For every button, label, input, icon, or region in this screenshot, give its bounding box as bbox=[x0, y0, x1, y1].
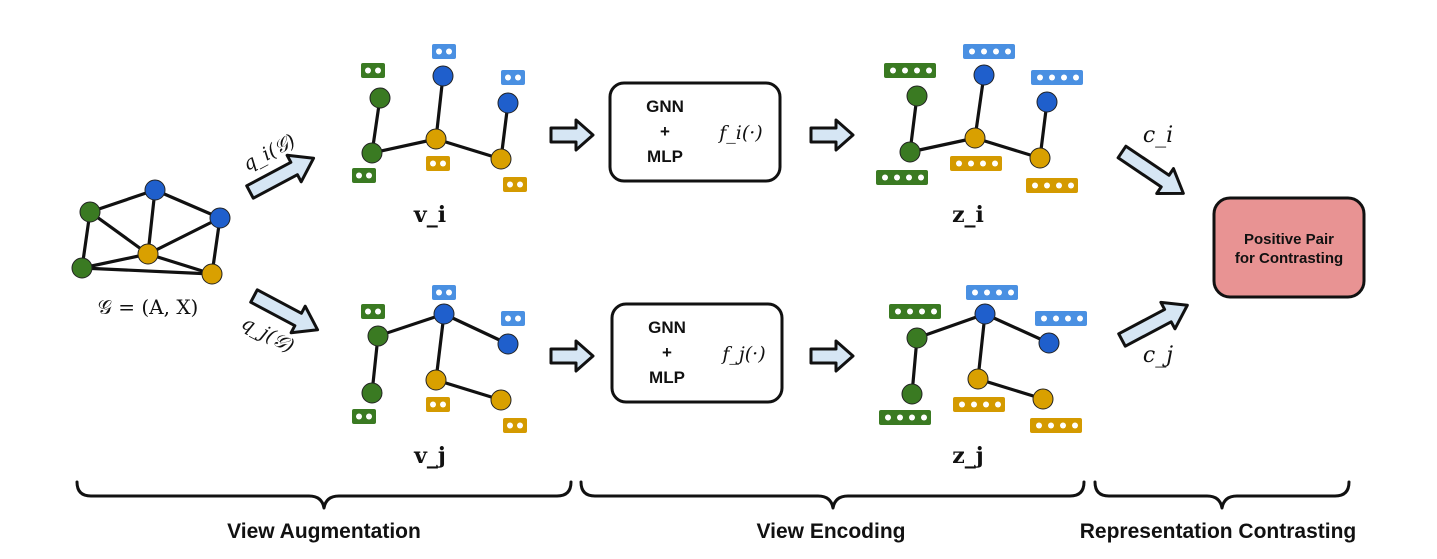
contrast-arrow-top bbox=[1116, 144, 1185, 196]
arrow-to-encoder-top bbox=[549, 118, 595, 152]
graph-node bbox=[1038, 332, 1060, 354]
positive-pair-line1: Positive Pair bbox=[1244, 231, 1334, 248]
positive-pair-box: Positive Pair for Contrasting bbox=[1212, 196, 1366, 299]
graph-node bbox=[361, 382, 383, 404]
feature-vector bbox=[426, 397, 450, 412]
feature-vector bbox=[963, 44, 1015, 59]
augment-arrow-top bbox=[245, 153, 316, 200]
encoder-bottom-line1: GNN bbox=[648, 318, 686, 337]
brace-augmentation bbox=[75, 480, 573, 510]
graph-node bbox=[201, 263, 223, 285]
feature-vector bbox=[361, 63, 385, 78]
graph-node bbox=[367, 325, 389, 347]
graph-node bbox=[144, 179, 166, 201]
graph-node bbox=[137, 243, 159, 265]
graph-node bbox=[1032, 388, 1054, 410]
brace-contrasting bbox=[1093, 480, 1351, 510]
encoder-top-line2: + bbox=[660, 122, 670, 141]
rep-top-label: z_i bbox=[952, 202, 984, 228]
graph-node bbox=[425, 369, 447, 391]
feature-vector bbox=[966, 285, 1018, 300]
graph-node bbox=[1036, 91, 1058, 113]
feature-vector bbox=[876, 170, 928, 185]
feature-vector bbox=[953, 397, 1005, 412]
graph-node bbox=[432, 65, 454, 87]
graph-node bbox=[1029, 147, 1051, 169]
encoder-bottom-line2: + bbox=[662, 343, 672, 362]
contrast-label-top: c_i bbox=[1143, 123, 1173, 148]
feature-vector bbox=[361, 304, 385, 319]
rep-bottom-features bbox=[879, 285, 1087, 433]
feature-vector bbox=[503, 418, 527, 433]
graph-node bbox=[490, 148, 512, 170]
encoder-top-box: GNN + MLP f_i(·) bbox=[608, 81, 782, 183]
view-top-label: v_i bbox=[413, 202, 446, 228]
feature-vector bbox=[1031, 70, 1083, 85]
graph-node bbox=[899, 141, 921, 163]
graph-node bbox=[425, 128, 447, 150]
graph-node bbox=[901, 383, 923, 405]
encoder-top-function: f_i(·) bbox=[717, 122, 762, 144]
stage-label-contrasting: Representation Contrasting bbox=[1080, 520, 1357, 543]
feature-vector bbox=[950, 156, 1002, 171]
encoder-bottom-line3: MLP bbox=[649, 368, 685, 387]
graph-node bbox=[497, 333, 519, 355]
feature-vector bbox=[884, 63, 936, 78]
graph-node bbox=[974, 303, 996, 325]
encoder-bottom-function: f_j(·) bbox=[720, 343, 765, 365]
feature-vector bbox=[879, 410, 931, 425]
stage-label-augmentation: View Augmentation bbox=[227, 520, 421, 543]
contrast-label-bottom: c_j bbox=[1143, 343, 1173, 368]
graph-node bbox=[71, 257, 93, 279]
graph-node bbox=[497, 92, 519, 114]
graph-node bbox=[433, 303, 455, 325]
brace-encoding bbox=[579, 480, 1086, 510]
stage-label-encoding: View Encoding bbox=[757, 520, 906, 543]
graph-node bbox=[967, 368, 989, 390]
feature-vector bbox=[432, 44, 456, 59]
graph-node bbox=[906, 327, 928, 349]
feature-vector bbox=[426, 156, 450, 171]
feature-vector bbox=[1030, 418, 1082, 433]
graph-node bbox=[79, 201, 101, 223]
rep-top-features bbox=[876, 44, 1083, 193]
graph-node bbox=[964, 127, 986, 149]
graph-node bbox=[906, 85, 928, 107]
graph-node bbox=[369, 87, 391, 109]
rep-bottom-graph bbox=[901, 303, 1060, 410]
graph-node bbox=[209, 207, 231, 229]
graph-node bbox=[973, 64, 995, 86]
contrast-arrow-bottom bbox=[1117, 300, 1189, 348]
feature-vector bbox=[501, 70, 525, 85]
input-graph-label: 𝒢 = (A, X) bbox=[98, 295, 199, 319]
view-bottom-features bbox=[352, 285, 527, 433]
view-top-features bbox=[352, 44, 527, 192]
arrow-from-encoder-top bbox=[809, 118, 855, 152]
graph-node bbox=[490, 389, 512, 411]
encoder-bottom-box: GNN + MLP f_j(·) bbox=[610, 302, 784, 404]
feature-vector bbox=[1035, 311, 1087, 326]
feature-vector bbox=[352, 409, 376, 424]
graph-node bbox=[361, 142, 383, 164]
view-top-graph bbox=[361, 65, 519, 170]
encoder-top-line3: MLP bbox=[647, 147, 683, 166]
encoder-top-line1: GNN bbox=[646, 97, 684, 116]
feature-vector bbox=[352, 168, 376, 183]
feature-vector bbox=[501, 311, 525, 326]
arrow-from-encoder-bottom bbox=[809, 339, 855, 373]
arrow-to-encoder-bottom bbox=[549, 339, 595, 373]
input-graph bbox=[71, 179, 231, 285]
rep-top-graph bbox=[899, 64, 1058, 169]
view-bottom-label: v_j bbox=[413, 443, 446, 469]
feature-vector bbox=[503, 177, 527, 192]
feature-vector bbox=[432, 285, 456, 300]
rep-bottom-label: z_j bbox=[952, 443, 983, 469]
feature-vector bbox=[1026, 178, 1078, 193]
view-bottom-graph bbox=[361, 303, 519, 411]
positive-pair-line2: for Contrasting bbox=[1235, 250, 1343, 267]
augment-arrow-bottom bbox=[249, 288, 320, 335]
feature-vector bbox=[889, 304, 941, 319]
